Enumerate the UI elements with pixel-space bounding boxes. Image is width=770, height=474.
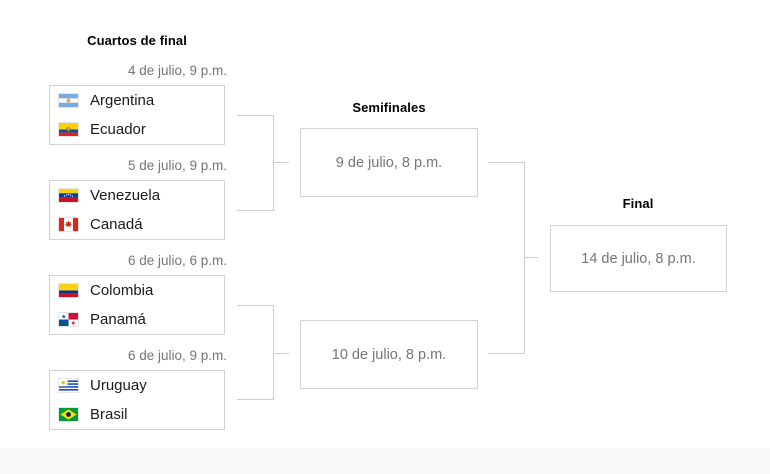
team-name: Uruguay xyxy=(90,377,147,394)
brazil-flag-icon xyxy=(59,408,78,421)
connector-line xyxy=(273,305,274,400)
quarterfinals-header: Cuartos de final xyxy=(87,33,187,48)
team-name: Venezuela xyxy=(90,187,161,204)
team-name: Argentina xyxy=(90,92,155,109)
connector-line xyxy=(273,353,289,354)
connector-line xyxy=(524,162,525,354)
semifinal-2-card: 10 de julio, 8 p.m. xyxy=(300,320,478,389)
match-datetime: 14 de julio, 8 p.m. xyxy=(581,250,696,267)
team-row: Panamá xyxy=(59,305,224,334)
match-datetime: 10 de julio, 8 p.m. xyxy=(331,346,447,363)
connector-line xyxy=(273,162,289,163)
match-card-venezuela-canada: Venezuela Canadá xyxy=(49,180,225,240)
connector-line xyxy=(488,162,524,163)
connector-line xyxy=(237,305,273,306)
bottom-page-edge xyxy=(0,448,770,474)
final-header: Final xyxy=(622,196,654,211)
colombia-flag-icon xyxy=(59,284,78,297)
connector-line xyxy=(237,115,273,116)
match-datetime: 6 de julio, 6 p.m. xyxy=(127,253,227,268)
uruguay-flag-icon xyxy=(59,379,78,392)
semifinal-1-card: 9 de julio, 8 p.m. xyxy=(300,128,478,197)
team-name: Panamá xyxy=(90,311,146,328)
team-row: Colombia xyxy=(59,276,224,305)
match-datetime: 4 de julio, 9 p.m. xyxy=(127,63,227,78)
connector-line xyxy=(237,399,273,400)
team-name: Canadá xyxy=(90,216,143,233)
connector-line xyxy=(488,353,524,354)
team-row: Argentina xyxy=(59,86,224,115)
match-datetime: 5 de julio, 9 p.m. xyxy=(127,158,227,173)
connector-line xyxy=(524,257,538,258)
connector-line xyxy=(237,210,273,211)
panama-flag-icon xyxy=(59,313,78,326)
venezuela-flag-icon xyxy=(59,189,78,202)
match-card-argentina-ecuador: Argentina Ecuador xyxy=(49,85,225,145)
match-card-uruguay-brasil: Uruguay Brasil xyxy=(49,370,225,430)
argentina-flag-icon xyxy=(59,94,78,107)
final-card: 14 de julio, 8 p.m. xyxy=(550,225,727,292)
match-card-colombia-panama: Colombia Panamá xyxy=(49,275,225,335)
team-name: Colombia xyxy=(90,282,154,299)
team-name: Ecuador xyxy=(90,121,146,138)
team-row: Uruguay xyxy=(59,371,224,400)
connector-line xyxy=(273,115,274,211)
match-datetime: 9 de julio, 8 p.m. xyxy=(335,154,443,171)
team-row: Brasil xyxy=(59,400,224,429)
ecuador-flag-icon xyxy=(59,123,78,136)
semifinals-header: Semifinales xyxy=(352,100,426,115)
team-row: Ecuador xyxy=(59,115,224,144)
team-row: Canadá xyxy=(59,210,224,239)
team-row: Venezuela xyxy=(59,181,224,210)
canada-flag-icon xyxy=(59,218,78,231)
match-datetime: 6 de julio, 9 p.m. xyxy=(127,348,227,363)
team-name: Brasil xyxy=(90,406,128,423)
